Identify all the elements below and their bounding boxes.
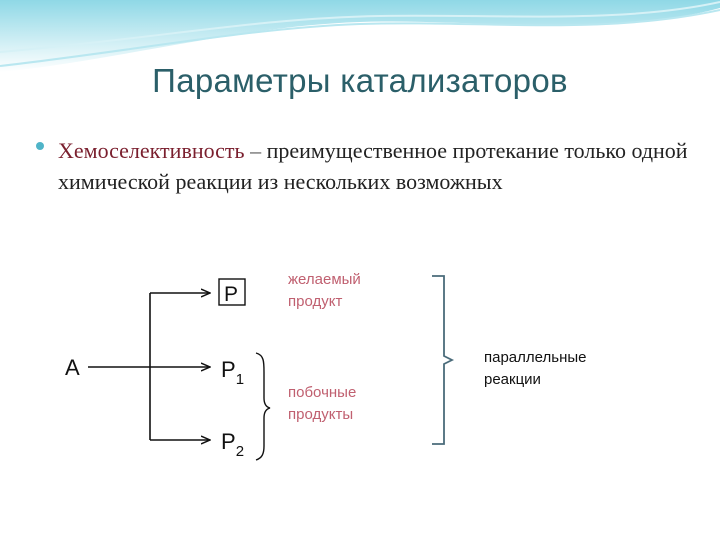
parallel-reactions-bracket	[432, 275, 455, 445]
product-p1: P1	[221, 357, 244, 388]
definition-text: преимущественное протекание только одной…	[58, 138, 688, 194]
slide-title: Параметры катализаторов	[152, 62, 568, 99]
header-wave-decoration	[0, 0, 720, 72]
parallel-reactions-label: параллельные реакции	[484, 349, 591, 388]
product-p: P	[224, 283, 238, 306]
term-dash: –	[244, 138, 267, 163]
reaction-arrows	[88, 293, 210, 440]
reactant-a: A	[65, 355, 80, 380]
term-chemoselectivity: Хемоселективность	[58, 138, 245, 163]
desired-product-label: желаемый продукт	[288, 271, 365, 310]
side-products-brace	[255, 352, 271, 461]
side-products-label: побочные продукты	[288, 384, 360, 423]
bullet-dot	[36, 142, 44, 150]
bullet-text: Хемоселективность – преимущественное про…	[58, 135, 718, 197]
product-p-box	[218, 278, 246, 306]
product-p2: P2	[221, 429, 244, 460]
